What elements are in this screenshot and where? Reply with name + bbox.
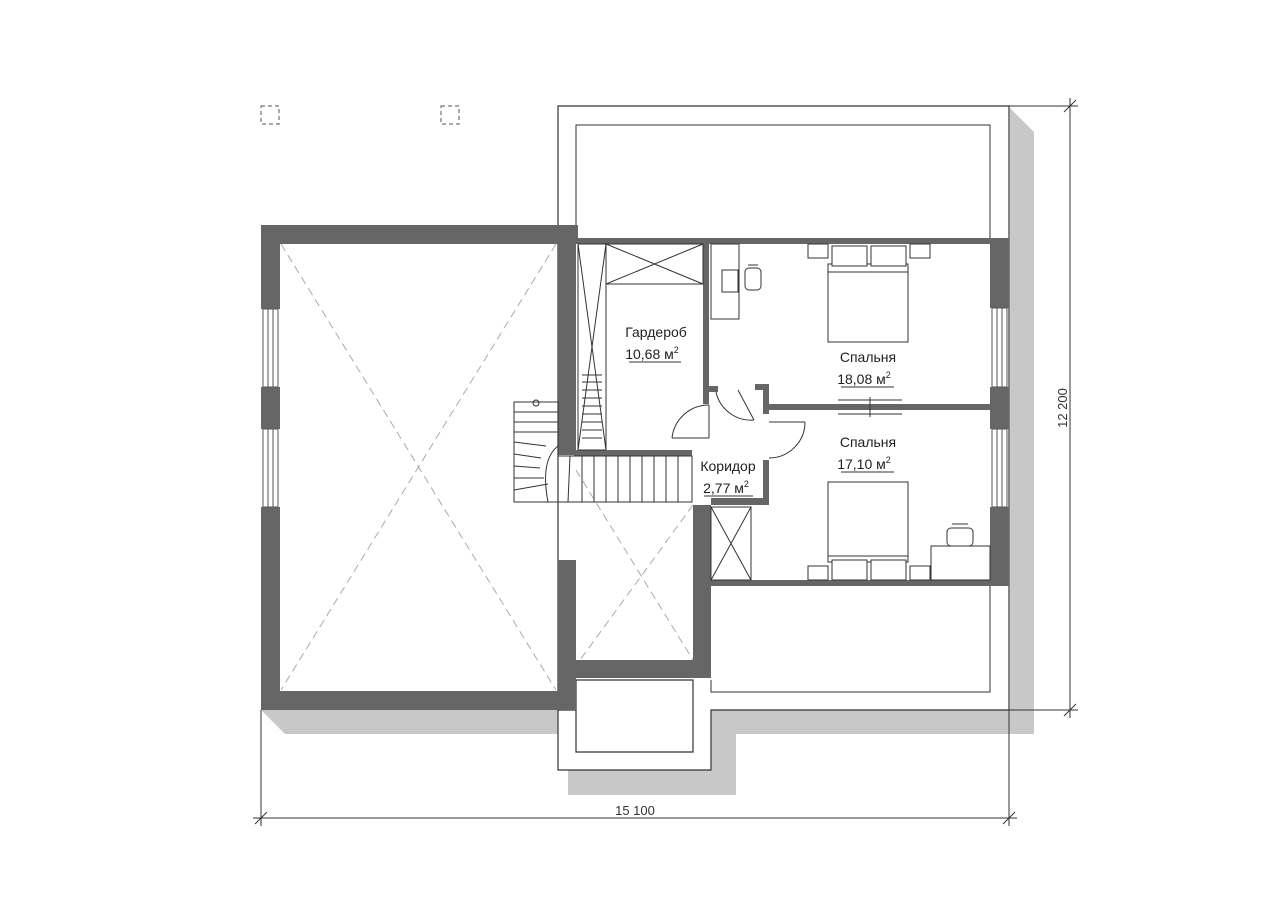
shelf-line <box>838 397 902 417</box>
room-label-corridor: Коридор 2,77 м2 <box>700 458 756 497</box>
windows <box>262 307 1008 508</box>
doors <box>671 389 806 459</box>
room-name: Коридор <box>700 458 756 474</box>
room-name: Гардероб <box>625 324 687 340</box>
room-label-bedroom-2: Спальня 17,10 м2 <box>837 434 896 473</box>
bed-upper <box>807 243 931 343</box>
depth-dimension: 12 200 <box>1055 388 1070 428</box>
room-area: 10,68 м2 <box>625 345 679 362</box>
width-dimension: 15 100 <box>615 803 655 818</box>
walls <box>261 225 1009 710</box>
room-name: Спальня <box>840 349 896 365</box>
room-name: Спальня <box>840 434 896 450</box>
room-label-wardrobe: Гардероб 10,68 м2 <box>625 324 687 363</box>
room-area: 2,77 м2 <box>703 479 749 496</box>
building-shadow <box>261 108 1034 795</box>
desk-lower <box>930 523 991 581</box>
room-label-bedroom-1: Спальня 18,08 м2 <box>837 349 896 388</box>
staircase <box>513 399 693 503</box>
column-markers <box>260 105 460 125</box>
void-lines <box>280 243 694 691</box>
room-area: 18,08 м2 <box>837 370 891 387</box>
dimension-lines <box>253 98 1078 826</box>
desk-upper <box>710 243 762 320</box>
eave-lines <box>575 124 991 753</box>
room-area: 17,10 м2 <box>837 455 891 472</box>
bed-lower <box>807 481 931 581</box>
wardrobe-fittings <box>577 243 752 581</box>
